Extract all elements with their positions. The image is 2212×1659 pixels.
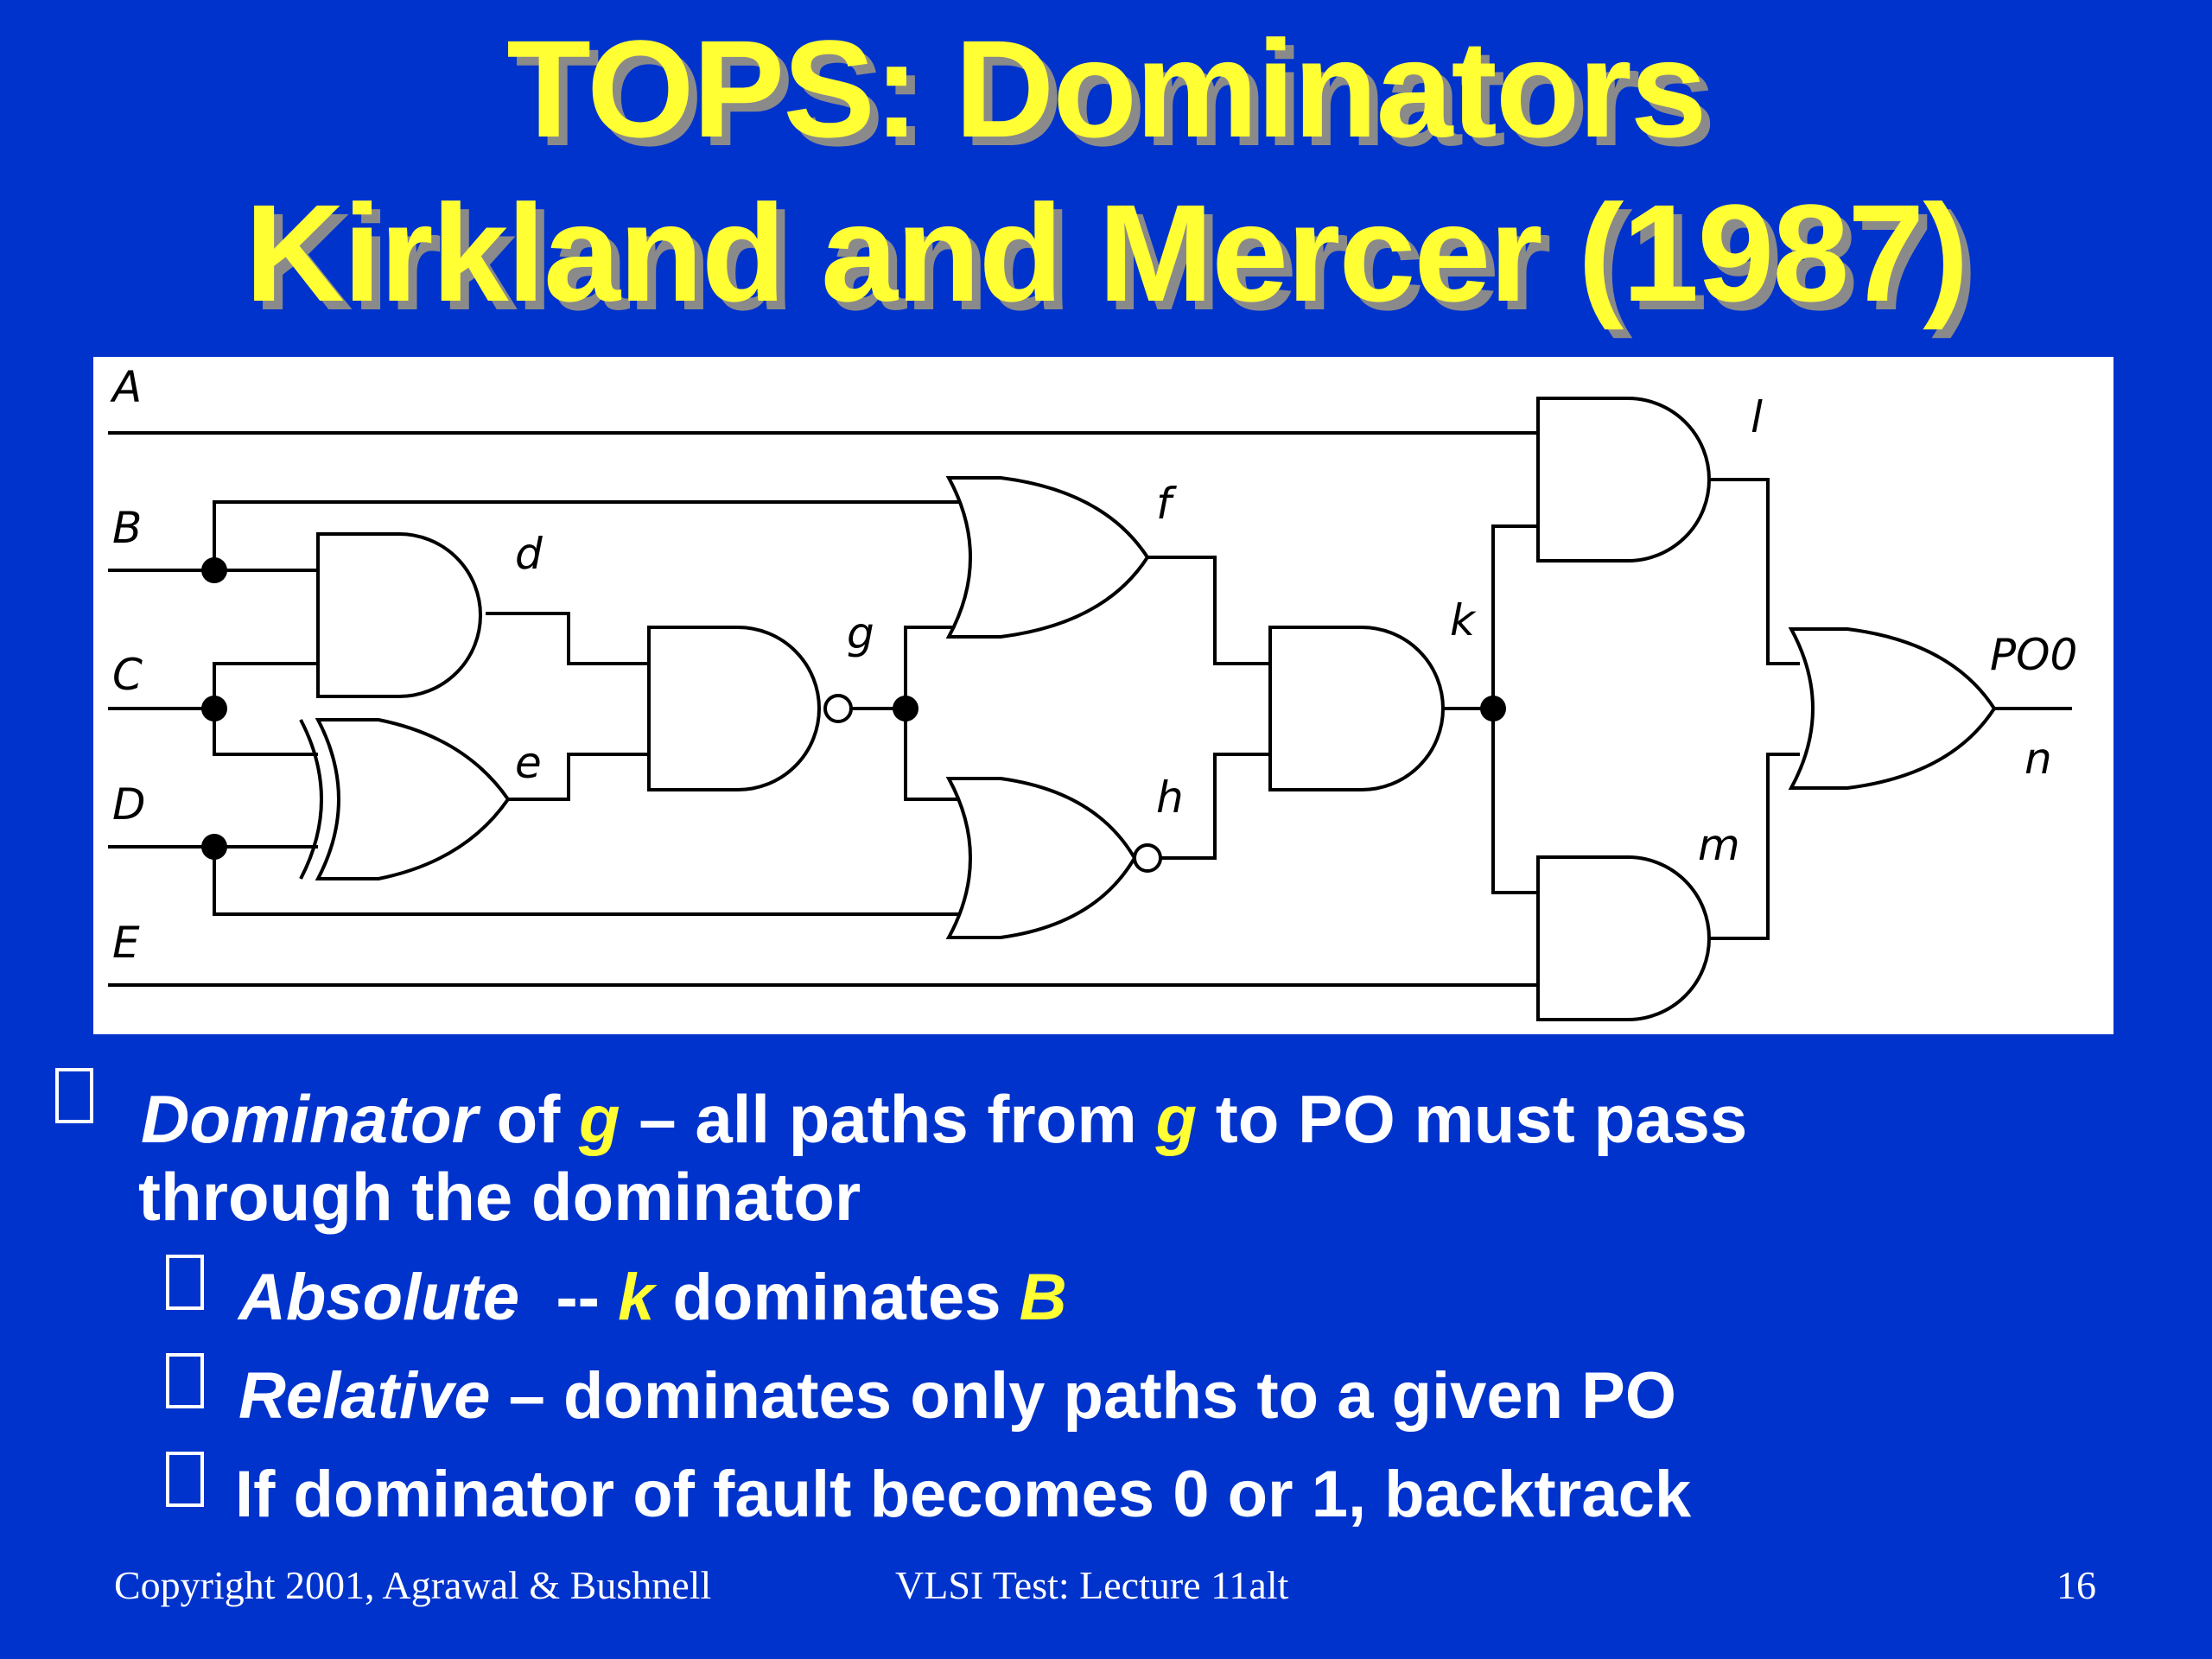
wires — [108, 431, 2072, 987]
bullet-2: Absolute -- k dominates B — [238, 1260, 1067, 1335]
bullet-2-var-b: B — [1019, 1261, 1067, 1334]
circuit-svg: A B C D E d e g f h k l m PO0 n — [108, 362, 2077, 1021]
junction-c — [201, 696, 227, 721]
gates — [299, 397, 1997, 1021]
bullet-1: Dominator of g – all paths from g to PO … — [141, 1080, 1747, 1159]
and-gate-l — [1536, 397, 1711, 563]
xor-gate-e — [315, 718, 511, 880]
bullet-1-var-g2: g — [1155, 1081, 1198, 1157]
label-h: h — [1156, 772, 1184, 823]
bullet-marker-4 — [166, 1452, 204, 1507]
bullet-marker-2 — [166, 1255, 204, 1310]
nand-gate-g-bubble — [823, 694, 853, 723]
junction-k — [1480, 696, 1506, 721]
label-po0: PO0 — [1990, 630, 2077, 680]
circuit-diagram: A B C D E d e g f h k l m PO0 n — [93, 357, 2113, 1034]
bullet-4: If dominator of fault becomes 0 or 1, ba… — [235, 1457, 1691, 1532]
wire-k-to-m — [1491, 709, 1538, 894]
label-a: A — [110, 362, 142, 412]
label-e-out: e — [515, 738, 542, 788]
label-l: l — [1751, 392, 1763, 442]
junction-b — [201, 557, 227, 583]
bullet-1-text-b: – all paths from — [620, 1081, 1156, 1157]
bullet-3-term: Relative — [238, 1359, 491, 1433]
wire-l-out — [1709, 478, 1800, 665]
nand-gate-g — [647, 626, 821, 791]
label-d-out: d — [515, 529, 543, 579]
wire-e-out — [508, 753, 649, 801]
signal-labels: A B C D E d e g f h k l m PO0 n — [110, 362, 2077, 968]
and-gate-k — [1268, 626, 1445, 791]
nor-gate-h-bubble — [1133, 843, 1162, 873]
wire-h-out — [1160, 753, 1270, 860]
and-gate-m — [1536, 855, 1711, 1021]
bullet-1-term: Dominator — [141, 1081, 478, 1157]
or-gate-po0 — [1788, 627, 1997, 790]
label-e: E — [112, 918, 140, 968]
bullet-3-text: – dominates only paths to a given PO — [490, 1359, 1676, 1433]
label-b: B — [112, 503, 142, 553]
footer-course: VLSI Test: Lecture 11alt — [895, 1563, 1289, 1607]
label-d: D — [112, 779, 146, 830]
nor-gate-h — [945, 777, 1137, 939]
slide-title-line-2: Kirkland and Mercer (1987) — [245, 175, 1968, 330]
bullet-2-sep: -- — [519, 1261, 619, 1334]
junction-g — [893, 696, 918, 721]
wire-d-down — [213, 847, 966, 916]
label-g: g — [847, 608, 874, 658]
bullet-3: Relative – dominates only paths to a giv… — [238, 1358, 1676, 1433]
footer-copyright: Copyright 2001, Agrawal & Bushnell — [114, 1563, 712, 1607]
wire-b-up — [213, 500, 966, 570]
wire-c-to-xor — [213, 709, 318, 756]
bullet-2-text: dominates — [654, 1261, 1020, 1334]
or-gate-f — [945, 476, 1150, 639]
wire-m-out — [1709, 753, 1800, 940]
bullet-1-continuation: through the dominator — [138, 1159, 861, 1235]
footer-page-number: 16 — [2056, 1563, 2096, 1607]
junction-dots — [201, 557, 1506, 860]
label-k: k — [1450, 595, 1477, 645]
xor-gate-e-back — [299, 719, 323, 880]
junction-d — [201, 834, 227, 860]
bullet-4-text: If dominator of fault becomes 0 or 1, ba… — [235, 1458, 1692, 1531]
label-n: n — [2024, 734, 2052, 784]
bullet-1-var-g1: g — [578, 1081, 620, 1157]
bullet-marker-1 — [55, 1068, 93, 1123]
slide-title-line-1: TOPS: Dominators — [506, 11, 1707, 166]
bullet-1-text-c: to PO must pass — [1197, 1081, 1748, 1157]
wire-g-to-f — [904, 626, 966, 709]
label-m: m — [1698, 820, 1740, 870]
bullet-2-term: Absolute — [238, 1261, 520, 1334]
label-f: f — [1156, 479, 1177, 529]
wire-c-to-d-gate — [213, 662, 318, 709]
wire-f-out — [1147, 556, 1270, 665]
wire-g-to-h — [904, 709, 966, 801]
and-gate-d — [316, 532, 482, 698]
bullet-2-var-k: k — [618, 1261, 655, 1334]
label-c: C — [112, 650, 143, 700]
bullet-1-text-a: of — [478, 1081, 579, 1157]
wire-d-out — [486, 612, 649, 665]
wire-k-to-l — [1491, 524, 1538, 709]
bullet-marker-3 — [166, 1353, 204, 1408]
